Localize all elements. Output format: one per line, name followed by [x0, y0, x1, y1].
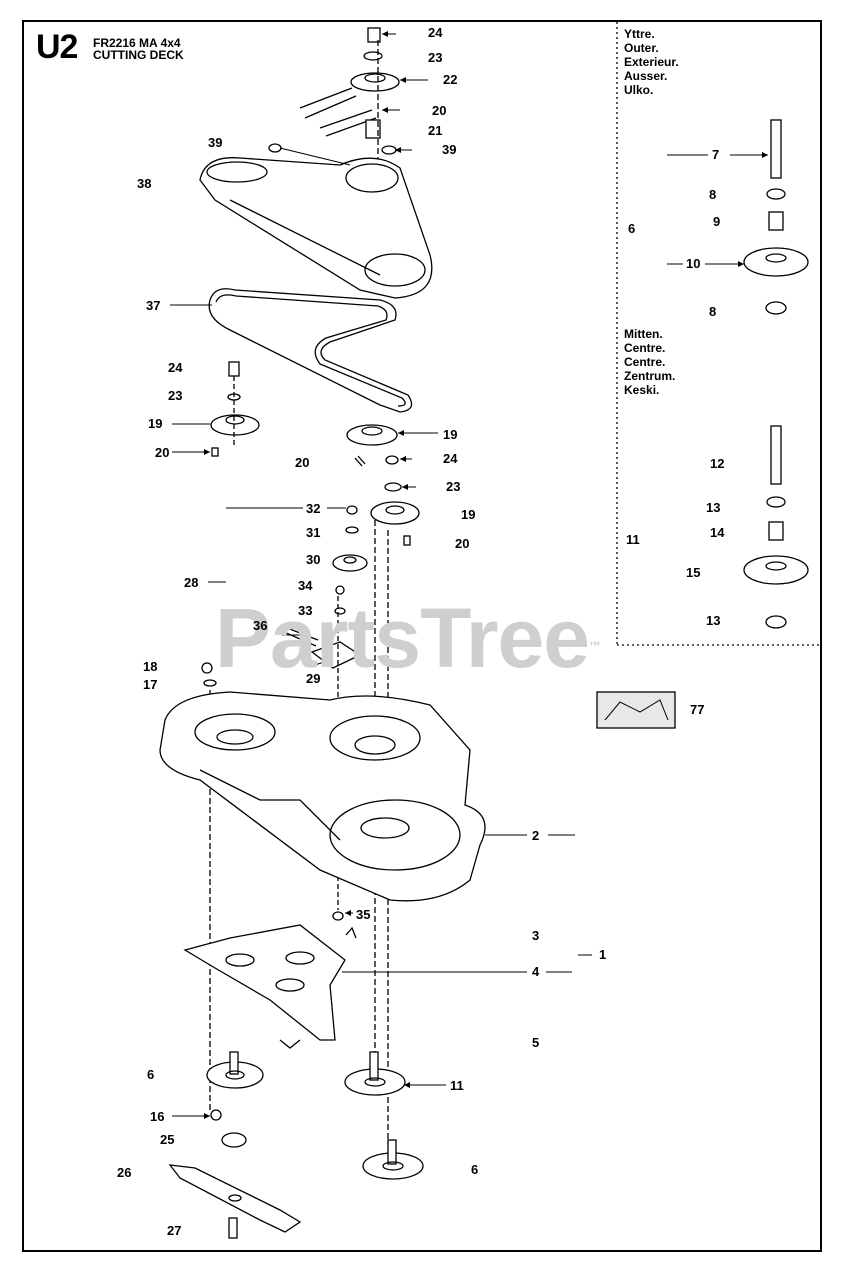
callout-19[interactable]: 19 [461, 507, 476, 522]
callout-10[interactable]: 10 [686, 256, 701, 271]
callout-38[interactable]: 38 [137, 176, 152, 191]
callout-1[interactable]: 1 [599, 947, 607, 962]
callout-15[interactable]: 15 [686, 565, 701, 580]
callout-13[interactable]: 13 [706, 613, 721, 628]
callout-4[interactable]: 4 [532, 964, 540, 979]
left-idler-assembly [210, 361, 260, 457]
callout-27[interactable]: 27 [167, 1223, 182, 1238]
callout-36[interactable]: 36 [253, 618, 268, 633]
callout-26[interactable]: 26 [117, 1165, 132, 1180]
callout-33[interactable]: 33 [298, 603, 313, 618]
callout-34[interactable]: 34 [298, 578, 313, 593]
callout-30[interactable]: 30 [306, 552, 321, 567]
callout-37[interactable]: 37 [146, 298, 161, 313]
callout-12[interactable]: 12 [710, 456, 725, 471]
callout-21[interactable]: 21 [428, 123, 443, 138]
callout-6[interactable]: 6 [628, 221, 636, 236]
callout-20[interactable]: 20 [295, 455, 310, 470]
model-name: FR2216 MA 4x4 [93, 36, 181, 50]
callout-28[interactable]: 28 [184, 575, 199, 590]
callout-6[interactable]: 6 [147, 1067, 155, 1082]
callout-7[interactable]: 7 [712, 147, 720, 162]
page-border [22, 20, 822, 1252]
leader-arrows [204, 31, 768, 1119]
callout-24[interactable]: 24 [168, 360, 183, 375]
callout-24[interactable]: 24 [443, 451, 458, 466]
center-pulley-assembly [346, 424, 420, 546]
drive-belt [208, 288, 413, 413]
callout-9[interactable]: 9 [713, 214, 721, 229]
deck-plate [183, 911, 357, 1049]
cutter-blade [168, 1164, 302, 1239]
callout-77[interactable]: 77 [690, 702, 705, 717]
callout-39[interactable]: 39 [208, 135, 223, 150]
callout-17[interactable]: 17 [143, 677, 158, 692]
callout-11[interactable]: 11 [450, 1078, 464, 1093]
callout-13[interactable]: 13 [706, 500, 721, 515]
callout-22[interactable]: 22 [443, 72, 458, 87]
callout-3[interactable]: 3 [532, 928, 540, 943]
callout-20[interactable]: 20 [432, 103, 447, 118]
callout-35[interactable]: 35 [356, 907, 371, 922]
callout-31[interactable]: 31 [306, 525, 321, 540]
decal-77 [596, 691, 676, 729]
center-spindle-exploded [743, 425, 809, 629]
callout-5[interactable]: 5 [532, 1035, 540, 1050]
callout-32[interactable]: 32 [306, 501, 321, 516]
watermark: PartsTree™ [215, 591, 601, 685]
spindle-housing-right [362, 1139, 424, 1180]
top-pulley-assembly [299, 27, 400, 160]
callout-25[interactable]: 25 [160, 1132, 175, 1147]
callout-2[interactable]: 2 [532, 828, 540, 843]
center-variant-labels: Mitten. Centre. Centre. Zentrum. Keski. [624, 327, 676, 397]
section-code: U2 [36, 28, 78, 66]
callout-23[interactable]: 23 [168, 388, 183, 403]
callout-20[interactable]: 20 [455, 536, 470, 551]
outer-variant-labels: Yttre. Outer. Exterieur. Ausser. Ulko. [624, 27, 679, 97]
callout-29[interactable]: 29 [306, 671, 321, 686]
callout-23[interactable]: 23 [428, 50, 443, 65]
callout-18[interactable]: 18 [143, 659, 158, 674]
belt-cover [199, 143, 433, 299]
callout-24[interactable]: 24 [428, 25, 443, 40]
deck-housing [159, 662, 486, 902]
callout-6[interactable]: 6 [471, 1162, 479, 1177]
outer-spindle-exploded [743, 119, 809, 315]
spindle-housing-left [206, 1051, 264, 1148]
callout-19[interactable]: 19 [148, 416, 163, 431]
callout-11[interactable]: 11 [626, 532, 640, 547]
callout-23[interactable]: 23 [446, 479, 461, 494]
callout-20[interactable]: 20 [155, 445, 170, 460]
callout-8[interactable]: 8 [709, 187, 717, 202]
section-title: CUTTING DECK [93, 48, 184, 62]
spindle-housing-center [344, 1051, 406, 1096]
callout-8[interactable]: 8 [709, 304, 717, 319]
callout-39[interactable]: 39 [442, 142, 457, 157]
callout-14[interactable]: 14 [710, 525, 725, 540]
callout-16[interactable]: 16 [150, 1109, 165, 1124]
callout-19[interactable]: 19 [443, 427, 458, 442]
